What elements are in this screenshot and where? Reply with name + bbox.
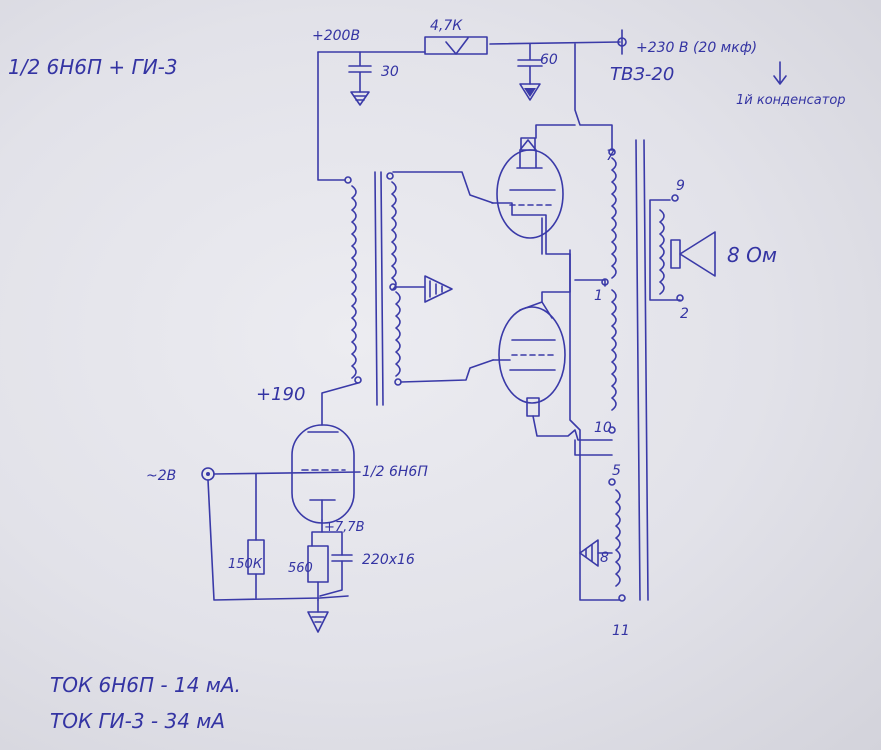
speaker-label: 8 Ом	[727, 243, 777, 267]
ground-icon	[579, 539, 599, 567]
pin-10: 10	[594, 420, 612, 436]
pin-1: 1	[594, 288, 603, 304]
pin-2: 2	[680, 306, 689, 322]
gi3-tube-upper	[491, 124, 576, 255]
capacitor-cathode-label: 220х16	[362, 552, 415, 568]
pin-8: 8	[600, 550, 609, 566]
capacitor-30-label: 30	[381, 64, 399, 80]
capacitor-30	[348, 51, 372, 106]
supply-230-label: +230 В (20 мкф)	[636, 40, 757, 56]
supply-190-label: +190	[256, 384, 305, 405]
cathode-voltage-label: +7,7В	[324, 520, 365, 535]
speaker-icon	[670, 231, 716, 277]
ground-icon	[307, 611, 329, 633]
supply-200-label: +200В	[312, 28, 360, 44]
capacitor-60	[517, 43, 543, 101]
input-voltage-label: ~2В	[146, 468, 176, 484]
pin-9: 9	[676, 178, 685, 194]
speaker-winding	[649, 194, 684, 302]
capacitor-note: 1й конденсатор	[736, 93, 846, 108]
note-current-gi3: ТОК ГИ-3 - 34 мА	[50, 709, 225, 733]
interstage-transformer	[344, 171, 402, 406]
pin-5: 5	[612, 463, 621, 479]
supply-rail	[317, 29, 627, 181]
capacitor-cathode	[331, 554, 353, 562]
arrow-down-icon	[773, 61, 787, 85]
tube-6n6p	[291, 424, 355, 524]
output-transformer	[574, 139, 649, 602]
capacitor-60-label: 60	[540, 52, 558, 68]
pin-11: 11	[612, 623, 630, 639]
resistor-4k7-label: 4,7К	[430, 18, 463, 34]
ground-icon	[424, 275, 453, 303]
tube-6n6p-label: 1/2 6Н6П	[362, 464, 428, 480]
schematic-title: 1/2 6Н6П + ГИ-3	[8, 55, 178, 79]
transformer-label: ТВЗ-20	[610, 64, 674, 85]
gi3-tube-lower	[492, 253, 613, 441]
note-current-6n6p: ТОК 6Н6П - 14 мА.	[50, 673, 241, 697]
resistor-560-label: 560	[288, 561, 313, 576]
resistor-150k-label: 150К	[228, 557, 263, 572]
resistor-4k7	[424, 36, 488, 55]
pin-7: 7	[606, 148, 615, 164]
